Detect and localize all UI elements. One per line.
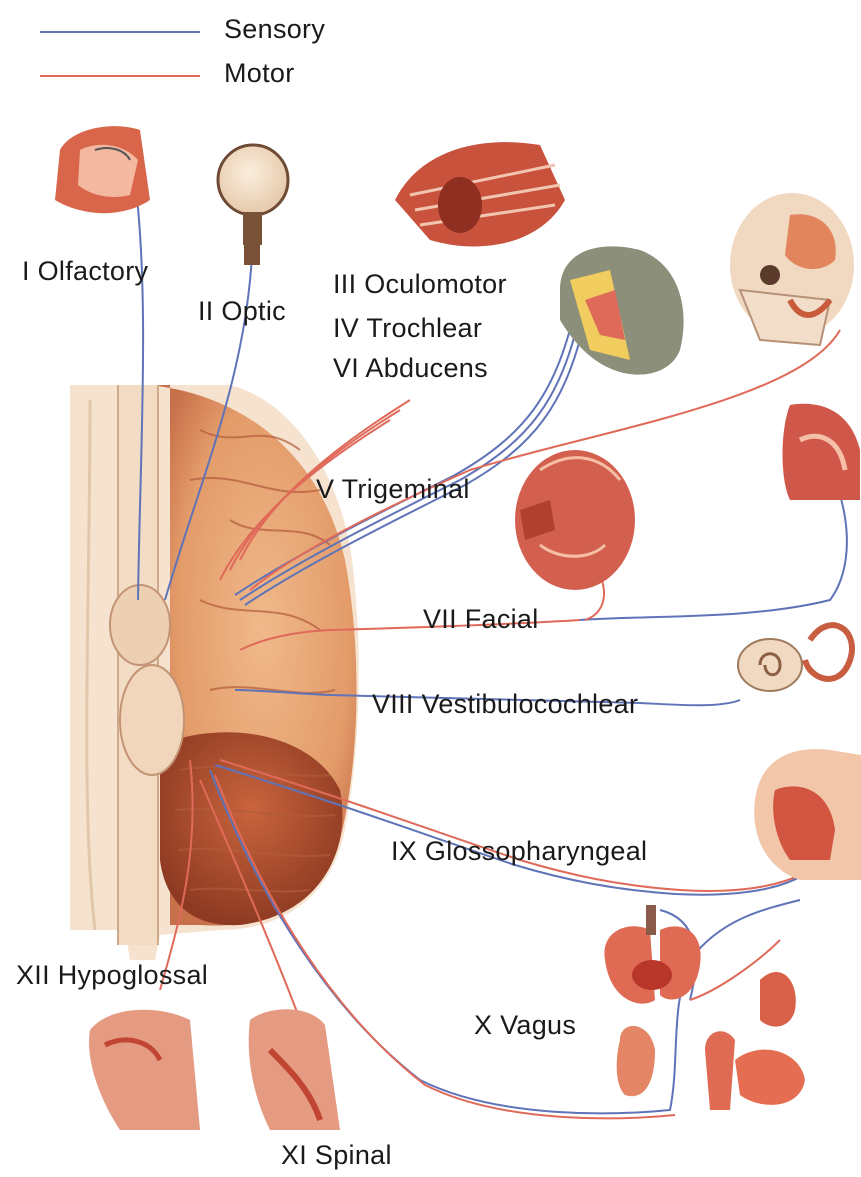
label-trigeminal: V Trigeminal bbox=[316, 476, 470, 503]
label-olfactory: I Olfactory bbox=[22, 258, 148, 285]
eye-illustration bbox=[218, 145, 288, 265]
neck-figures-illustration bbox=[89, 1009, 340, 1130]
throat-section-illustration bbox=[783, 404, 861, 500]
head-profile-illustration bbox=[560, 246, 684, 374]
nose-illustration bbox=[55, 126, 150, 213]
label-spinal: XI Spinal bbox=[281, 1142, 392, 1169]
label-vestibulocochlear: VIII Vestibulocochlear bbox=[372, 691, 638, 718]
organs-illustration bbox=[604, 905, 805, 1110]
label-facial: VII Facial bbox=[423, 606, 539, 633]
skull-illustration bbox=[730, 193, 854, 345]
face-muscles-illustration bbox=[515, 450, 635, 590]
inner-ear-illustration bbox=[738, 625, 852, 691]
label-vagus: X Vagus bbox=[474, 1012, 576, 1039]
label-glossopharyngeal: IX Glossopharyngeal bbox=[391, 838, 647, 865]
eye-muscles-illustration bbox=[395, 142, 565, 246]
label-abducens: VI Abducens bbox=[333, 355, 488, 382]
label-trochlear: IV Trochlear bbox=[333, 315, 482, 342]
head-throat-illustration bbox=[754, 749, 861, 880]
label-oculomotor: III Oculomotor bbox=[333, 271, 507, 298]
label-optic: II Optic bbox=[198, 298, 286, 325]
label-hypoglossal: XII Hypoglossal bbox=[16, 962, 208, 989]
